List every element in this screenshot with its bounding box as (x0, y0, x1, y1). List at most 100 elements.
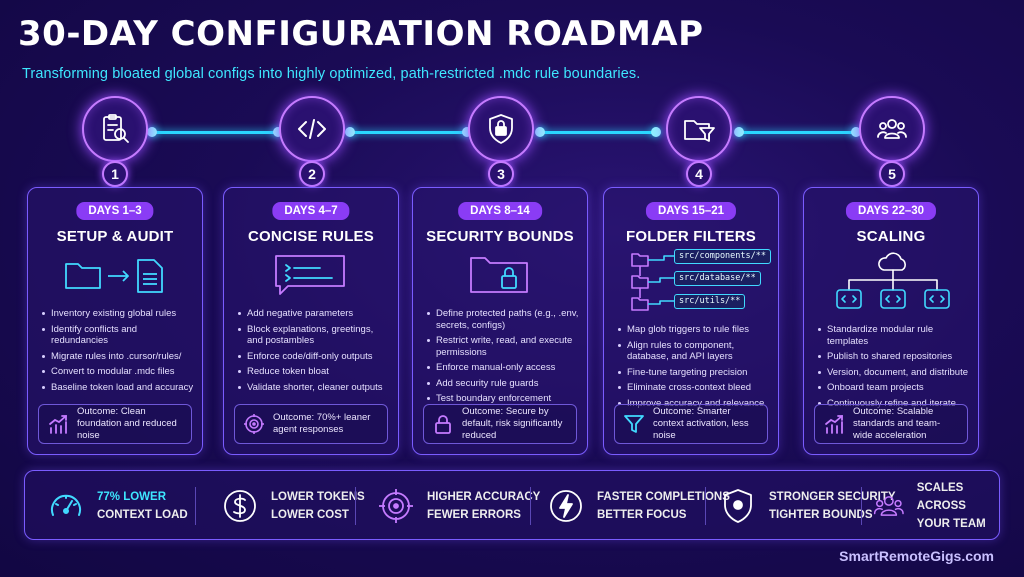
list-item: Eliminate cross-context bleed (618, 382, 770, 394)
metric-line1: SCALES ACROSS (916, 482, 966, 512)
step-number: 3 (488, 161, 514, 187)
list-item: Test boundary enforcement (427, 393, 579, 405)
shield-icon (724, 489, 752, 523)
list-item: Enforce code/diff-only outputs (238, 351, 390, 363)
gauge-icon (51, 494, 81, 516)
outcome-text: Outcome: Scalable standards and team-wid… (853, 406, 941, 441)
growth-chart-icon (49, 415, 67, 434)
timeline-dot (734, 127, 744, 137)
metric-line2: CONTEXT LOAD (97, 509, 188, 521)
target-icon (379, 489, 413, 523)
cloud-distribution-icon (804, 250, 978, 314)
timeline-connector (738, 131, 856, 134)
list-item: Baseline token load and accuracy (42, 382, 194, 394)
metric-line1: HIGHER ACCURACY (427, 491, 541, 503)
outcome-text: Outcome: Clean foundation and reduced no… (77, 406, 177, 441)
list-item: Identify conflicts and redundancies (42, 324, 194, 347)
metric-line1: FASTER COMPLETIONS (597, 491, 730, 503)
list-item: Restrict write, read, and execute permis… (427, 335, 579, 358)
chat-terminal-icon (224, 250, 398, 302)
outcome-text: Outcome: 70%+ leaner agent responses (273, 412, 371, 435)
page-title: 30-DAY CONFIGURATION ROADMAP (18, 14, 704, 54)
metric-line1: LOWER TOKENS (271, 491, 365, 503)
outcome-box: Outcome: Smarter context activation, les… (614, 404, 768, 444)
list-item: Define protected paths (e.g., .env, secr… (427, 308, 579, 331)
glob-path-tag: src/database/** (674, 271, 761, 286)
list-item: Block explanations, greetings, and posta… (238, 324, 390, 347)
folder-tree-icon: src/components/** src/database/** src/ut… (604, 249, 778, 320)
days-badge: DAYS 22–30 (845, 202, 937, 220)
divider (705, 487, 706, 525)
page-subtitle: Transforming bloated global configs into… (22, 66, 641, 82)
team-icon (873, 496, 904, 516)
target-icon (244, 414, 264, 434)
timeline-connector (539, 131, 655, 134)
lightning-icon (550, 490, 582, 522)
step-card-security-bounds: DAYS 8–14 SECURITY BOUNDS Define protect… (412, 187, 588, 455)
metric-line2: TIGHTER BOUNDS (769, 509, 873, 521)
shield-lock-icon (468, 96, 534, 162)
list-item: Add negative parameters (238, 308, 390, 320)
list-item: Improve accuracy and relevance (618, 398, 770, 410)
list-item: Validate shorter, cleaner outputs (238, 382, 390, 394)
list-item: Version, document, and distribute (818, 367, 970, 379)
step-number: 1 (102, 161, 128, 187)
step-number: 2 (299, 161, 325, 187)
lock-icon (435, 415, 451, 434)
step-number: 4 (686, 161, 712, 187)
list-item: Onboard team projects (818, 382, 970, 394)
metric-speed: FASTER COMPLETIONS BETTER FOCUS (547, 471, 730, 541)
bullet-list: Add negative parameters Block explanatio… (238, 308, 390, 397)
divider (861, 487, 862, 525)
glob-path-tag: src/components/** (674, 249, 771, 264)
step-title: CONCISE RULES (248, 228, 374, 245)
timeline-dot (345, 127, 355, 137)
step-title: SCALING (856, 228, 926, 245)
metric-line2: BETTER FOCUS (597, 509, 687, 521)
timeline-dot (851, 127, 861, 137)
folder-filter-icon (666, 96, 732, 162)
list-item: Migrate rules into .cursor/rules/ (42, 351, 194, 363)
growth-chart-icon (825, 415, 843, 434)
metric-line2: YOUR TEAM (916, 518, 986, 530)
outcome-text: Outcome: Secure by default, risk signifi… (462, 406, 563, 441)
list-item: Standardize modular rule templates (818, 324, 970, 347)
step-number: 5 (879, 161, 905, 187)
metric-cost: LOWER TOKENS LOWER COST (221, 471, 365, 541)
divider (355, 487, 356, 525)
outcome-box: Outcome: 70%+ leaner agent responses (234, 404, 388, 444)
metric-line2: LOWER COST (271, 509, 349, 521)
days-badge: DAYS 15–21 (645, 202, 737, 220)
outcome-box: Outcome: Secure by default, risk signifi… (423, 404, 577, 444)
step-card-scaling: DAYS 22–30 SCALING Standardize modular r… (803, 187, 979, 455)
bullet-list: Standardize modular rule templates Publi… (818, 324, 970, 413)
step-card-folder-filters: DAYS 15–21 FOLDER FILTERS src/components… (603, 187, 779, 455)
divider (195, 487, 196, 525)
bullet-list: Inventory existing global rules Identify… (42, 308, 194, 397)
days-badge: DAYS 4–7 (272, 202, 350, 220)
list-item: Convert to modular .mdc files (42, 366, 194, 378)
outcome-text: Outcome: Smarter context activation, les… (653, 406, 749, 441)
folder-to-file-icon (28, 250, 202, 302)
list-item: Continuously refine and iterate (818, 398, 970, 410)
timeline-dot (651, 127, 661, 137)
list-item: Inventory existing global rules (42, 308, 194, 320)
timeline-connector (150, 131, 278, 134)
metric-line1: STRONGER SECURITY (769, 491, 896, 503)
list-item: Add security rule guards (427, 378, 579, 390)
brand-watermark: SmartRemoteGigs.com (839, 548, 994, 564)
outcome-box: Outcome: Clean foundation and reduced no… (38, 404, 192, 444)
dollar-icon (224, 490, 256, 522)
step-title: FOLDER FILTERS (625, 228, 756, 245)
list-item: Publish to shared repositories (818, 351, 970, 363)
timeline-dot (462, 127, 472, 137)
outcome-box: Outcome: Scalable standards and team-wid… (814, 404, 968, 444)
clipboard-search-icon (82, 96, 148, 162)
bullet-list: Define protected paths (e.g., .env, secr… (427, 308, 579, 409)
code-brackets-icon (279, 96, 345, 162)
days-badge: DAYS 8–14 (458, 202, 542, 220)
team-icon (859, 96, 925, 162)
step-title: SETUP & AUDIT (56, 228, 174, 245)
timeline-dot (147, 127, 157, 137)
